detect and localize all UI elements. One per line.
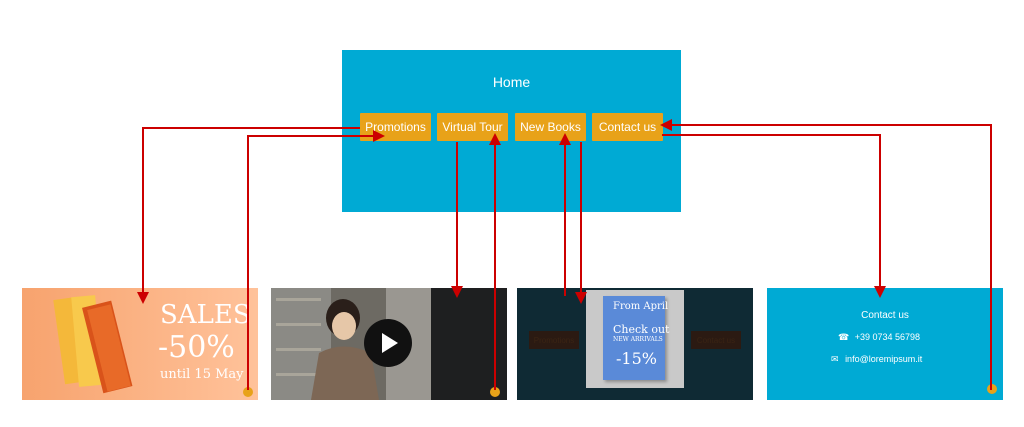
- back-icon[interactable]: [490, 387, 500, 397]
- books-image: [53, 295, 133, 394]
- poster-line-1: From April: [613, 301, 669, 312]
- library-video-image: [271, 288, 507, 400]
- contact-us-link[interactable]: Contact us: [691, 331, 741, 349]
- phone-icon: ☎: [838, 332, 850, 342]
- sales-heading: SALES: [160, 300, 251, 330]
- promotions-button[interactable]: Promotions: [360, 113, 431, 141]
- phone-number: +39 0734 56798: [854, 332, 921, 342]
- new-books-screen: Promotions Contact us From April Check o…: [517, 288, 753, 400]
- email-address: info@loremipsum.it: [845, 354, 923, 364]
- poster-line-2: Check out: [613, 323, 670, 336]
- virtual-tour-screen: [271, 288, 507, 400]
- email-row: ✉ info@loremipsum.it: [831, 354, 922, 365]
- virtual-tour-button[interactable]: Virtual Tour: [437, 113, 508, 141]
- back-icon[interactable]: [243, 387, 253, 397]
- arrow-promotions-to-sales: [137, 127, 360, 304]
- new-books-button[interactable]: New Books: [515, 113, 586, 141]
- contact-us-button[interactable]: Contact us: [592, 113, 663, 141]
- contact-title: Contact us: [861, 310, 909, 321]
- contact-screen: Contact us ☎ +39 0734 56798 ✉ info@lorem…: [767, 288, 1003, 400]
- email-icon: ✉: [831, 354, 839, 364]
- sales-discount: -50%: [158, 330, 235, 365]
- arrow-contact-to-panel: [662, 134, 886, 298]
- sales-until: until 15 May: [160, 367, 244, 382]
- home-title: Home: [492, 74, 531, 90]
- new-arrivals-poster: From April Check out NEW ARRIVALS -15%: [586, 290, 684, 388]
- back-icon[interactable]: [987, 384, 997, 394]
- promotions-link[interactable]: Promotions: [529, 331, 579, 349]
- phone-row: ☎ +39 0734 56798: [838, 332, 920, 343]
- poster-discount: -15%: [616, 349, 657, 368]
- poster-line-3: NEW ARRIVALS: [613, 336, 663, 343]
- promotions-screen: SALES -50% until 15 May: [22, 288, 258, 400]
- home-screen: Home Promotions Virtual Tour New Books C…: [342, 50, 681, 212]
